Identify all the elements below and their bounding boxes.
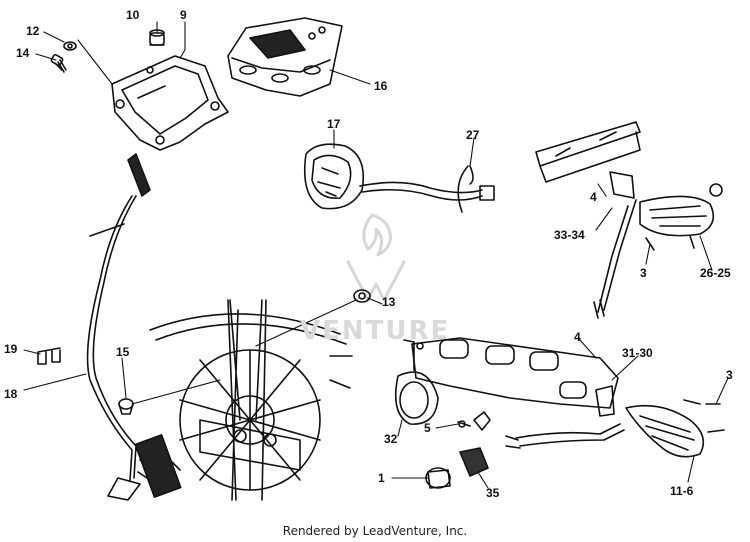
part-callout-3-upper[interactable]: 3 [640, 266, 647, 280]
part-callout-19[interactable]: 19 [4, 342, 18, 356]
part-callout-31-30[interactable]: 31-30 [622, 346, 653, 360]
part-callout-10[interactable]: 10 [126, 8, 140, 22]
part-callout-12[interactable]: 12 [26, 24, 40, 38]
grommet-15 [118, 398, 134, 415]
meter-cover [227, 17, 343, 97]
part-callout-11-6[interactable]: 11-6 [670, 484, 694, 498]
part-callout-17[interactable]: 17 [327, 117, 341, 131]
leader-lines [23, 21, 729, 489]
nut-bolt [50, 41, 77, 73]
part-callout-16[interactable]: 16 [374, 79, 388, 93]
part-callout-1[interactable]: 1 [378, 471, 385, 485]
nut-13 [353, 289, 371, 303]
part-callout-32[interactable]: 32 [384, 432, 398, 446]
part-callout-5[interactable]: 5 [424, 421, 431, 435]
part-callout-9[interactable]: 9 [180, 8, 187, 22]
left-switch [505, 399, 725, 458]
part-callout-3-lower[interactable]: 3 [726, 368, 733, 382]
part-callout-4-lower[interactable]: 4 [574, 330, 581, 344]
cap-connector [425, 447, 489, 489]
part-callout-15[interactable]: 15 [116, 345, 130, 359]
front-wheel [134, 299, 353, 501]
watermark-logo [346, 213, 406, 302]
brake-hose [86, 153, 151, 501]
part-callout-26-25[interactable]: 26-25 [700, 266, 731, 280]
part-callout-35[interactable]: 35 [486, 486, 500, 500]
footer-credit: Rendered by LeadVenture, Inc. [282, 524, 468, 538]
part-callout-33-34[interactable]: 33-34 [554, 228, 585, 242]
horn-bracket [403, 337, 619, 417]
part-callout-27[interactable]: 27 [466, 128, 480, 142]
hose-clamp [37, 347, 61, 365]
part-callout-13[interactable]: 13 [382, 295, 396, 309]
part-callout-14[interactable]: 14 [16, 46, 30, 60]
part-callout-4-upper[interactable]: 4 [590, 190, 597, 204]
bolt-clip [457, 411, 491, 431]
right-switch [593, 183, 723, 319]
frame-bracket [535, 121, 641, 199]
part-callout-18[interactable]: 18 [4, 387, 18, 401]
switch-housing [303, 143, 495, 213]
bracket-plate [111, 55, 229, 151]
horn [394, 371, 439, 425]
watermark-text: VENTURE [300, 316, 451, 346]
